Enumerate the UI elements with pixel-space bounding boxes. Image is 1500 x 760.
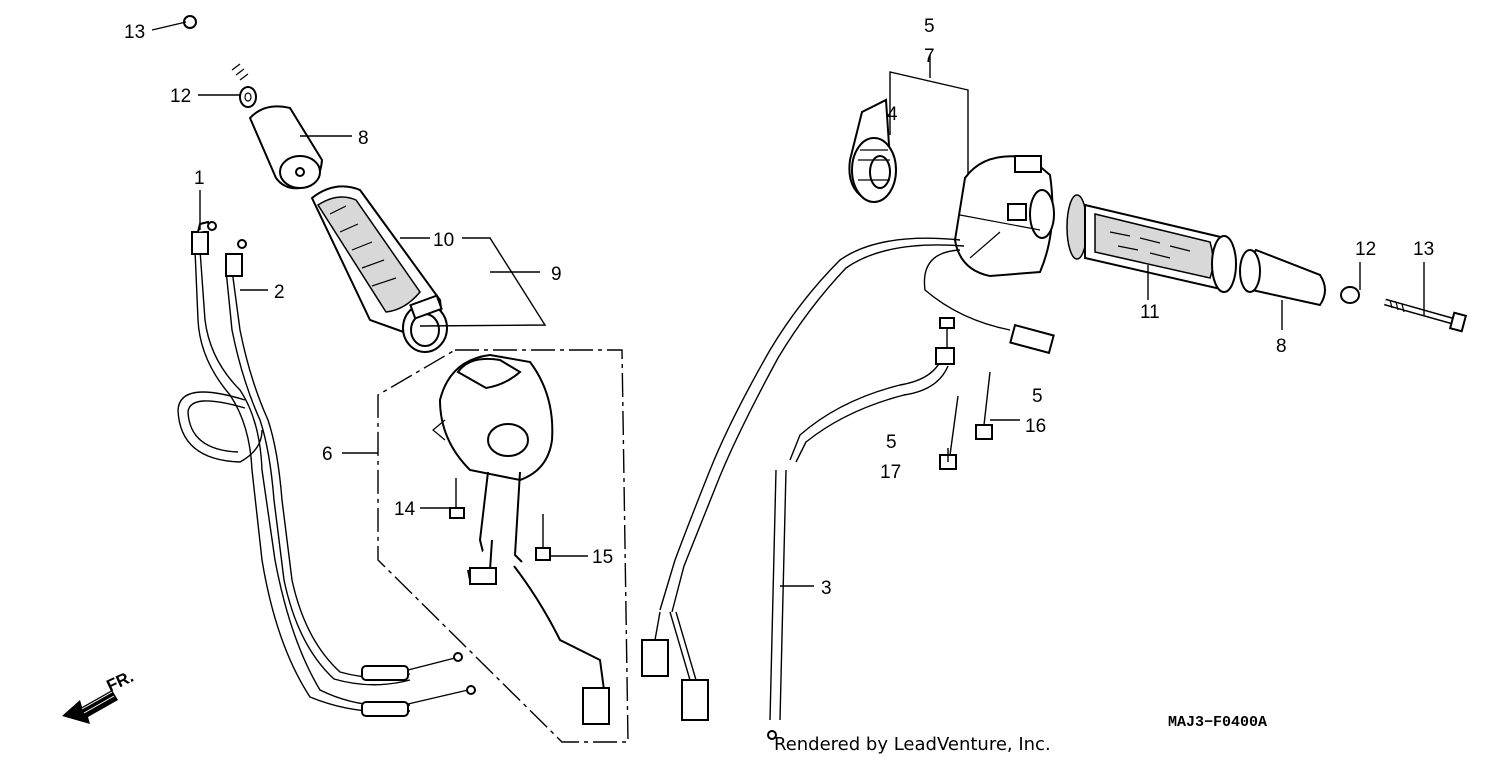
label-9: 9 — [551, 264, 562, 285]
diagram-code: MAJ3−F0400A — [1168, 714, 1267, 731]
label-16: 16 — [1025, 416, 1046, 437]
washer-left[interactable] — [239, 86, 257, 108]
front-arrow-label: FR. — [104, 667, 137, 696]
label-8-left: 8 — [358, 128, 369, 149]
throttle-cable-b[interactable] — [225, 239, 463, 686]
label-15: 15 — [592, 547, 613, 568]
label-5-b: 5 — [886, 432, 897, 453]
handle-grip-right[interactable] — [1066, 194, 1237, 293]
right-switch-harness[interactable] — [641, 237, 1055, 721]
bar-end-bolt-right[interactable] — [1384, 298, 1468, 333]
throttle-cable-a[interactable] — [191, 220, 476, 717]
leader-lines — [151, 21, 1425, 587]
clutch-cable[interactable] — [767, 317, 955, 740]
right-handlebar-switch[interactable] — [953, 155, 1055, 278]
label-1: 1 — [194, 168, 205, 189]
cable-loop — [177, 391, 263, 463]
label-4: 4 — [887, 104, 898, 125]
credit-text: Rendered by LeadVenture, Inc. — [774, 734, 1051, 755]
washer-right[interactable] — [1340, 286, 1360, 304]
label-8-right: 8 — [1276, 336, 1287, 357]
label-5-a: 5 — [1032, 386, 1043, 407]
label-12-left: 12 — [170, 86, 191, 107]
throttle-pipe[interactable] — [848, 98, 897, 203]
label-3: 3 — [821, 578, 832, 599]
bar-end-weight-left[interactable] — [248, 105, 324, 190]
screw-15[interactable] — [535, 514, 551, 561]
handle-grip-left[interactable] — [310, 185, 448, 353]
label-6: 6 — [322, 444, 333, 465]
label-2: 2 — [274, 282, 285, 303]
front-arrow-icon — [62, 690, 118, 724]
label-11: 11 — [1140, 302, 1160, 323]
bar-end-weight-right[interactable] — [1239, 248, 1326, 307]
screw-17[interactable] — [939, 395, 959, 470]
label-13-right: 13 — [1413, 239, 1434, 260]
label-13-left: 13 — [124, 22, 145, 43]
label-14: 14 — [394, 499, 416, 520]
label-12-right: 12 — [1355, 239, 1376, 260]
screw-16[interactable] — [975, 371, 993, 440]
label-10: 10 — [433, 230, 454, 251]
label-7: 7 — [924, 46, 935, 67]
left-handlebar-switch[interactable] — [432, 353, 610, 725]
screw-14[interactable] — [449, 478, 465, 519]
bar-end-bolt-left[interactable] — [183, 15, 252, 93]
label-17: 17 — [880, 462, 901, 483]
label-5-top: 5 — [924, 16, 935, 37]
switch-assembly-frame — [377, 349, 629, 743]
